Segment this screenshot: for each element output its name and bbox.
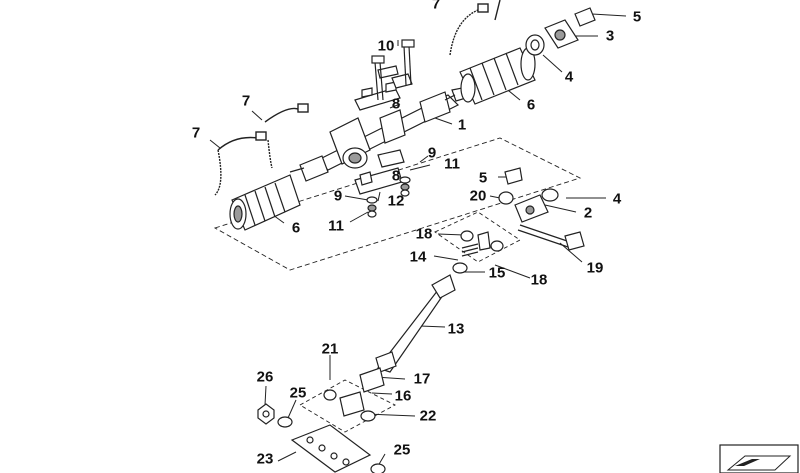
part-label-9: 9: [427, 144, 437, 162]
part-label-15: 15: [488, 264, 506, 282]
part-label-5: 5: [478, 169, 488, 187]
part-label-25: 25: [393, 441, 411, 459]
part-label-6: 6: [291, 219, 301, 237]
part-label-14: 14: [409, 248, 427, 266]
part-label-9: 9: [333, 187, 343, 205]
part-label-19: 19: [586, 259, 604, 277]
steering-rack-housing: [289, 87, 467, 182]
part-label-20: 20: [469, 187, 487, 205]
clamp-lower: [354, 149, 405, 195]
clamp-upper: [354, 65, 413, 111]
part-label-5: 5: [632, 8, 642, 26]
steering-shaft: [375, 274, 456, 373]
part-label-2: 2: [583, 204, 593, 222]
part-label-6: 6: [526, 96, 536, 114]
part-label-26: 26: [256, 368, 274, 386]
bellows-right: [444, 47, 536, 105]
part-label-11: 11: [328, 217, 344, 235]
mounting-plate: [290, 424, 372, 473]
bolt-10: [371, 39, 415, 101]
part-label-7: 7: [241, 92, 251, 110]
link-bracket-right: [498, 167, 585, 251]
part-label-1: 1: [457, 116, 467, 134]
part-label-21: 21: [321, 340, 339, 358]
part-label-23: 23: [256, 450, 274, 468]
part-label-17: 17: [413, 370, 431, 388]
dashed-group-boundary: [213, 137, 582, 271]
part-label-3: 3: [605, 27, 615, 45]
part-label-8: 8: [391, 167, 401, 185]
part-label-16: 16: [394, 387, 412, 405]
part-label-13: 13: [447, 320, 465, 338]
part-label-11: 11: [444, 155, 460, 173]
nuts-25-26: [257, 403, 386, 473]
part-label-4: 4: [612, 190, 622, 208]
part-label-7: 7: [431, 0, 441, 13]
part-label-7: 7: [191, 124, 201, 142]
fasteners-9-11-12: [366, 176, 411, 218]
part-label-25: 25: [289, 384, 307, 402]
tie-rod-end-top: [525, 7, 596, 56]
bellows-left: [229, 174, 301, 231]
part-label-22: 22: [419, 407, 437, 425]
part-label-18: 18: [530, 271, 548, 289]
part-label-4: 4: [564, 68, 574, 86]
part-label-18: 18: [415, 225, 433, 243]
part-label-10: 10: [377, 37, 395, 55]
part-label-12: 12: [387, 192, 405, 210]
linkage-parts: [452, 230, 504, 274]
part-label-8: 8: [391, 95, 401, 113]
arrow-navigation-icon[interactable]: [719, 444, 799, 473]
coupling-parts: [323, 367, 385, 422]
dashed-group-boundary-mount: [299, 379, 396, 433]
dashed-group-boundary-links: [434, 211, 521, 263]
sensor-cables: [214, 0, 501, 196]
